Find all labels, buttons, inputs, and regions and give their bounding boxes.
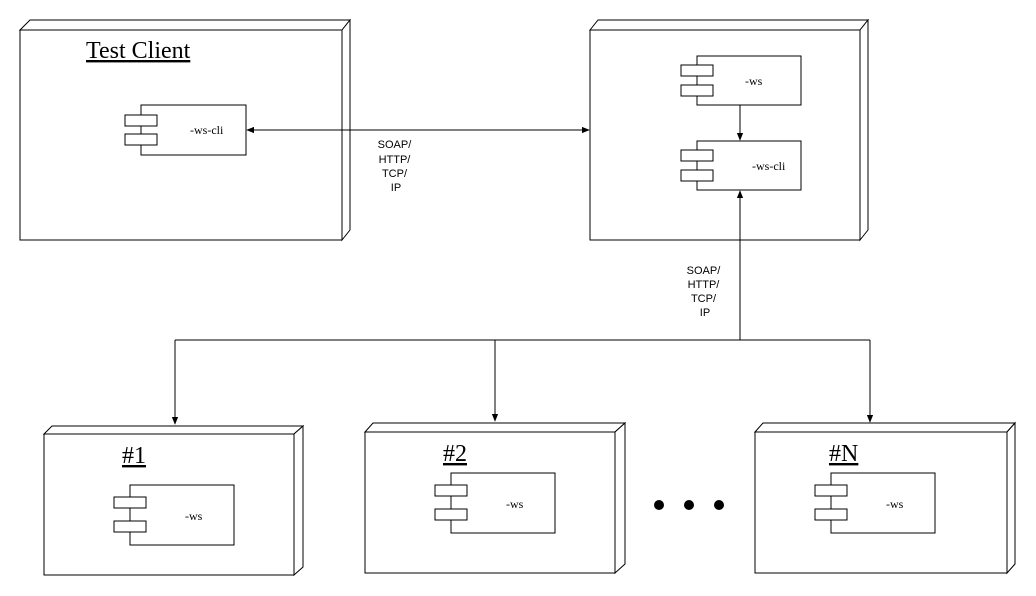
node-1: #1 -ws [42, 424, 305, 577]
test-client-node: Test Client -ws-cli [18, 18, 352, 242]
server-nodes-links [171, 190, 874, 425]
node-1-title: #1 [122, 443, 146, 469]
ws-cli-component: -ws-cli [680, 140, 802, 191]
test-client-title: Test Client [86, 38, 191, 64]
node-2-title: #2 [443, 441, 467, 467]
node-n: #N -ws [753, 421, 1017, 575]
node-n-title: #N [829, 441, 858, 467]
node-2: #2 -ws [363, 421, 627, 575]
ws-component: -ws [680, 55, 802, 106]
more-nodes-ellipsis [654, 500, 724, 510]
client-server-protocol-label: SOAP/ HTTP/ TCP/ IP [378, 139, 415, 194]
ws-cli-component: -ws-cli [124, 104, 247, 156]
server-node: -ws -ws-cli [588, 18, 870, 242]
ws-component: -ws [113, 484, 235, 546]
ws-cli-component-label: -ws-cli [752, 159, 786, 173]
server-nodes-protocol-label: SOAP/ HTTP/ TCP/ IP [687, 265, 724, 319]
ws-component-label: -ws [886, 497, 904, 511]
ws-component-label: -ws [185, 509, 203, 523]
ws-component: -ws [814, 472, 936, 534]
ws-cli-component-label: -ws-cli [190, 123, 224, 137]
ws-component: -ws [434, 472, 556, 534]
ws-component-label: -ws [506, 497, 524, 511]
ws-component-label: -ws [745, 74, 763, 88]
